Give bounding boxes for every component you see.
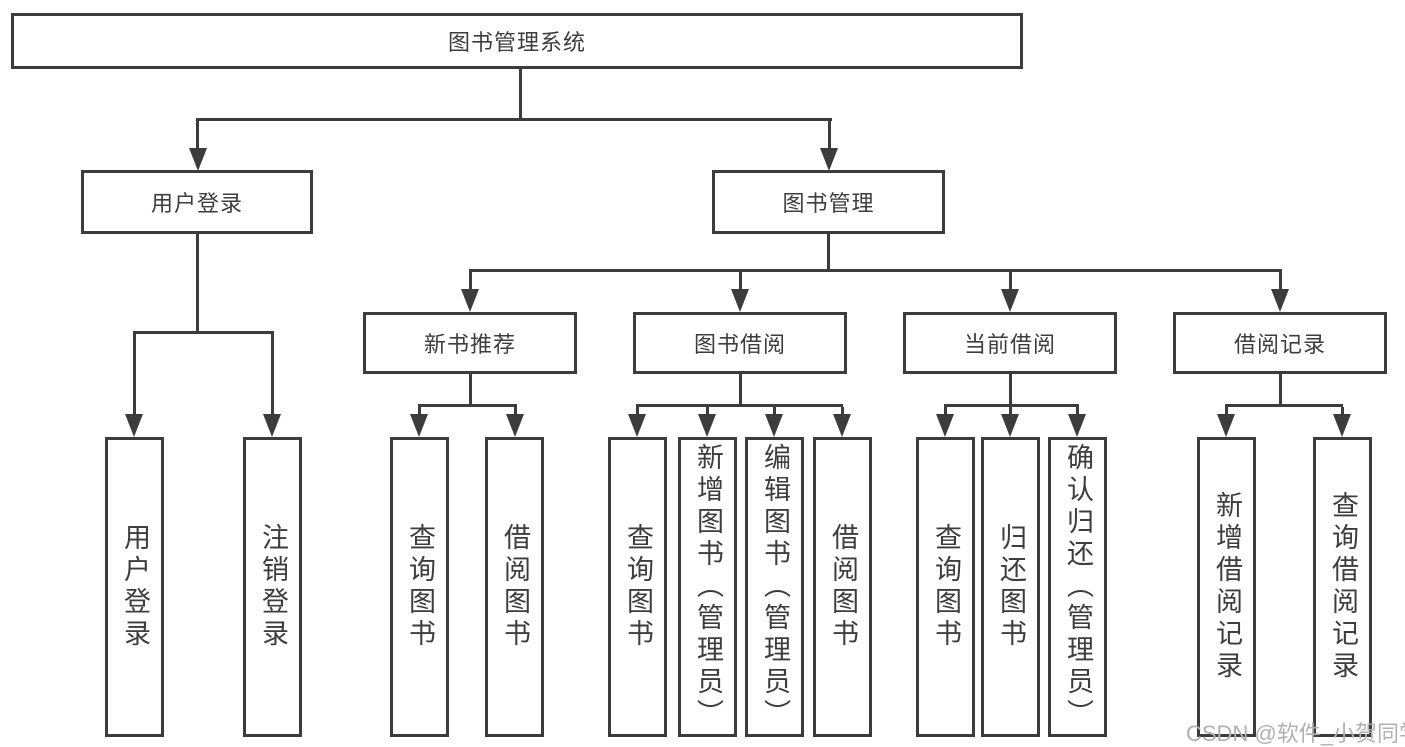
connector-line-v [196,121,199,151]
arrowhead-down-icon [125,414,143,437]
connector-line-v [1279,374,1282,406]
arrowhead-down-icon [1271,289,1289,312]
arrowhead-down-icon [506,414,524,437]
leaf-query-books-borrow: 查询图书 [608,437,667,737]
arrowhead-down-icon [410,414,428,437]
connector-line-v [1341,407,1344,416]
leaf-logout: 注销登录 [243,437,302,737]
leaf-query-borrow-record: 查询借阅记录 [1313,437,1372,737]
connector-line-h [469,269,1282,272]
arrowhead-down-icon [189,148,207,171]
node-user-login-label: 用户登录 [150,191,243,216]
node-new-book-recommend: 新书推荐 [363,312,577,374]
leaf-user-login: 用户登录 [105,437,164,737]
node-book-borrow-label: 图书借阅 [693,332,786,357]
connector-line-h [1225,404,1343,407]
leaf-query-books-borrow-label: 查询图书 [623,523,653,651]
arrowhead-down-icon [765,414,783,437]
node-book-management-label: 图书管理 [782,191,875,216]
watermark: CSDN @软件_小贺同学 [1186,721,1405,746]
leaf-return-books-label: 归还图书 [996,523,1026,651]
arrowhead-down-icon [628,414,646,437]
leaf-add-borrow-record-label: 新增借阅记录 [1212,491,1242,683]
leaf-add-books-admin-label: 新增图书（管理员） [693,443,723,731]
arrowhead-down-icon [936,414,954,437]
arrowhead-down-icon [1001,289,1019,312]
arrowhead-down-icon [820,148,838,171]
connector-line-h [196,118,832,121]
connector-line-v [706,407,709,416]
connector-line-v [418,407,421,416]
arrowhead-down-icon [1217,414,1235,437]
arrowhead-down-icon [461,289,479,312]
connector-line-v [196,234,199,334]
node-user-login: 用户登录 [81,170,313,234]
arrowhead-down-icon [833,414,851,437]
connector-line-h [636,404,843,407]
node-book-borrow: 图书借阅 [633,312,847,374]
connector-line-v [1009,374,1012,406]
node-book-management: 图书管理 [712,170,945,234]
leaf-confirm-return-admin-label: 确认归还（管理员） [1063,443,1093,731]
connector-line-v [841,407,844,416]
arrowhead-down-icon [263,414,281,437]
leaf-borrow-books-label: 借阅图书 [828,523,858,651]
leaf-query-borrow-record-label: 查询借阅记录 [1328,491,1358,683]
leaf-borrow-books: 借阅图书 [813,437,872,737]
connector-line-v [739,272,742,291]
connector-line-v [519,68,522,120]
node-current-borrow: 当前借阅 [903,312,1117,374]
connector-line-v [469,374,472,406]
node-current-borrow-label: 当前借阅 [963,332,1056,357]
connector-line-v [133,334,136,416]
leaf-user-login-label: 用户登录 [120,523,150,651]
leaf-add-books-admin: 新增图书（管理员） [678,437,737,737]
connector-line-v [944,407,947,416]
leaf-borrow-books-recommend-label: 借阅图书 [500,523,530,651]
leaf-edit-books-admin: 编辑图书（管理员） [745,437,804,737]
connector-line-h [133,331,274,334]
node-root: 图书管理系统 [11,13,1023,69]
connector-line-v [469,272,472,291]
leaf-borrow-books-recommend: 借阅图书 [485,437,544,737]
connector-line-v [1076,407,1079,416]
connector-line-v [1009,407,1012,416]
connector-line-h [944,404,1079,407]
arrowhead-down-icon [1333,414,1351,437]
connector-line-v [1225,407,1228,416]
connector-line-v [271,334,274,416]
leaf-add-borrow-record: 新增借阅记录 [1197,437,1256,737]
leaf-confirm-return-admin: 确认归还（管理员） [1048,437,1107,737]
connector-line-v [636,407,639,416]
connector-line-v [514,407,517,416]
node-root-label: 图书管理系统 [447,30,586,55]
leaf-edit-books-admin-label: 编辑图书（管理员） [760,443,790,731]
leaf-query-books-recommend-label: 查询图书 [405,523,435,651]
connector-line-v [1009,272,1012,291]
leaf-logout-label: 注销登录 [258,523,288,651]
leaf-return-books: 归还图书 [981,437,1040,737]
connector-line-v [828,121,831,151]
connector-line-v [739,374,742,406]
node-new-book-recommend-label: 新书推荐 [423,332,516,357]
connector-line-h [418,404,517,407]
arrowhead-down-icon [1001,414,1019,437]
node-borrow-records: 借阅记录 [1173,312,1387,374]
leaf-query-books-current: 查询图书 [916,437,975,737]
leaf-query-books-recommend: 查询图书 [390,437,449,737]
connector-line-v [827,234,830,271]
arrowhead-down-icon [731,289,749,312]
connector-line-v [1279,272,1282,291]
node-borrow-records-label: 借阅记录 [1233,332,1326,357]
leaf-query-books-current-label: 查询图书 [931,523,961,651]
arrowhead-down-icon [698,414,716,437]
arrowhead-down-icon [1068,414,1086,437]
connector-line-v [773,407,776,416]
